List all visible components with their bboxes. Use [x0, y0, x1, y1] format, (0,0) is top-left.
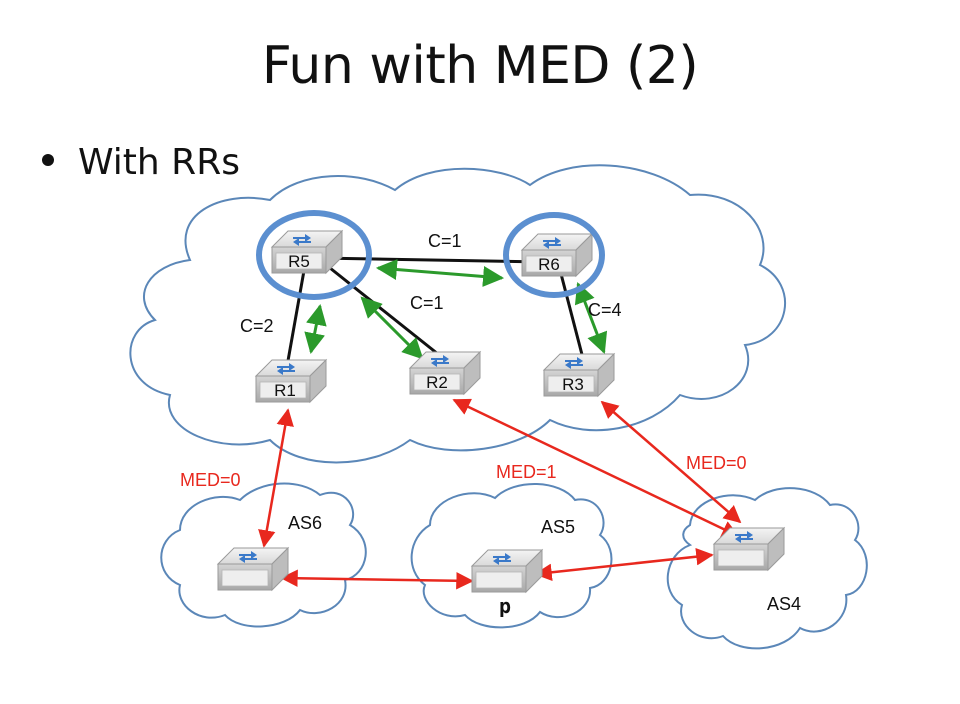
rr-ring-r6	[503, 212, 605, 298]
router-r6: R6	[521, 233, 593, 277]
med-r3-as4: MED=0	[686, 453, 747, 473]
cost-r5-r1: C=2	[240, 316, 274, 336]
cost-r5-r2: C=1	[410, 293, 444, 313]
svg-text:R6: R6	[538, 255, 560, 274]
router-r1: R1	[255, 359, 327, 403]
as4-label: AS4	[767, 594, 801, 614]
svg-text:R2: R2	[426, 373, 448, 392]
med-r2-as4: MED=1	[496, 462, 557, 482]
router-as6	[217, 547, 289, 591]
med-r1-as6: MED=0	[180, 470, 241, 490]
router-r3: R3	[543, 353, 615, 397]
router-r2: R2	[409, 351, 481, 395]
slide-title: Fun with MED (2)	[261, 36, 699, 96]
router-as4	[713, 527, 785, 571]
router-p-label: p	[499, 594, 511, 618]
as5-label: AS5	[541, 517, 575, 537]
rr-ring-r5	[256, 210, 372, 300]
cost-r6-r3: C=4	[588, 300, 622, 320]
router-r5: R5	[271, 230, 343, 274]
bullet-text: With RRs	[78, 142, 240, 183]
svg-text:R1: R1	[274, 381, 296, 400]
main-as-cloud	[129, 164, 786, 464]
svg-text:R5: R5	[288, 252, 310, 271]
cost-r5-r6: C=1	[428, 231, 462, 251]
bullet-dot	[42, 154, 54, 166]
router-p	[471, 549, 543, 593]
bullet-item: With RRs	[42, 142, 240, 183]
as6-label: AS6	[288, 513, 322, 533]
svg-text:R3: R3	[562, 375, 584, 394]
